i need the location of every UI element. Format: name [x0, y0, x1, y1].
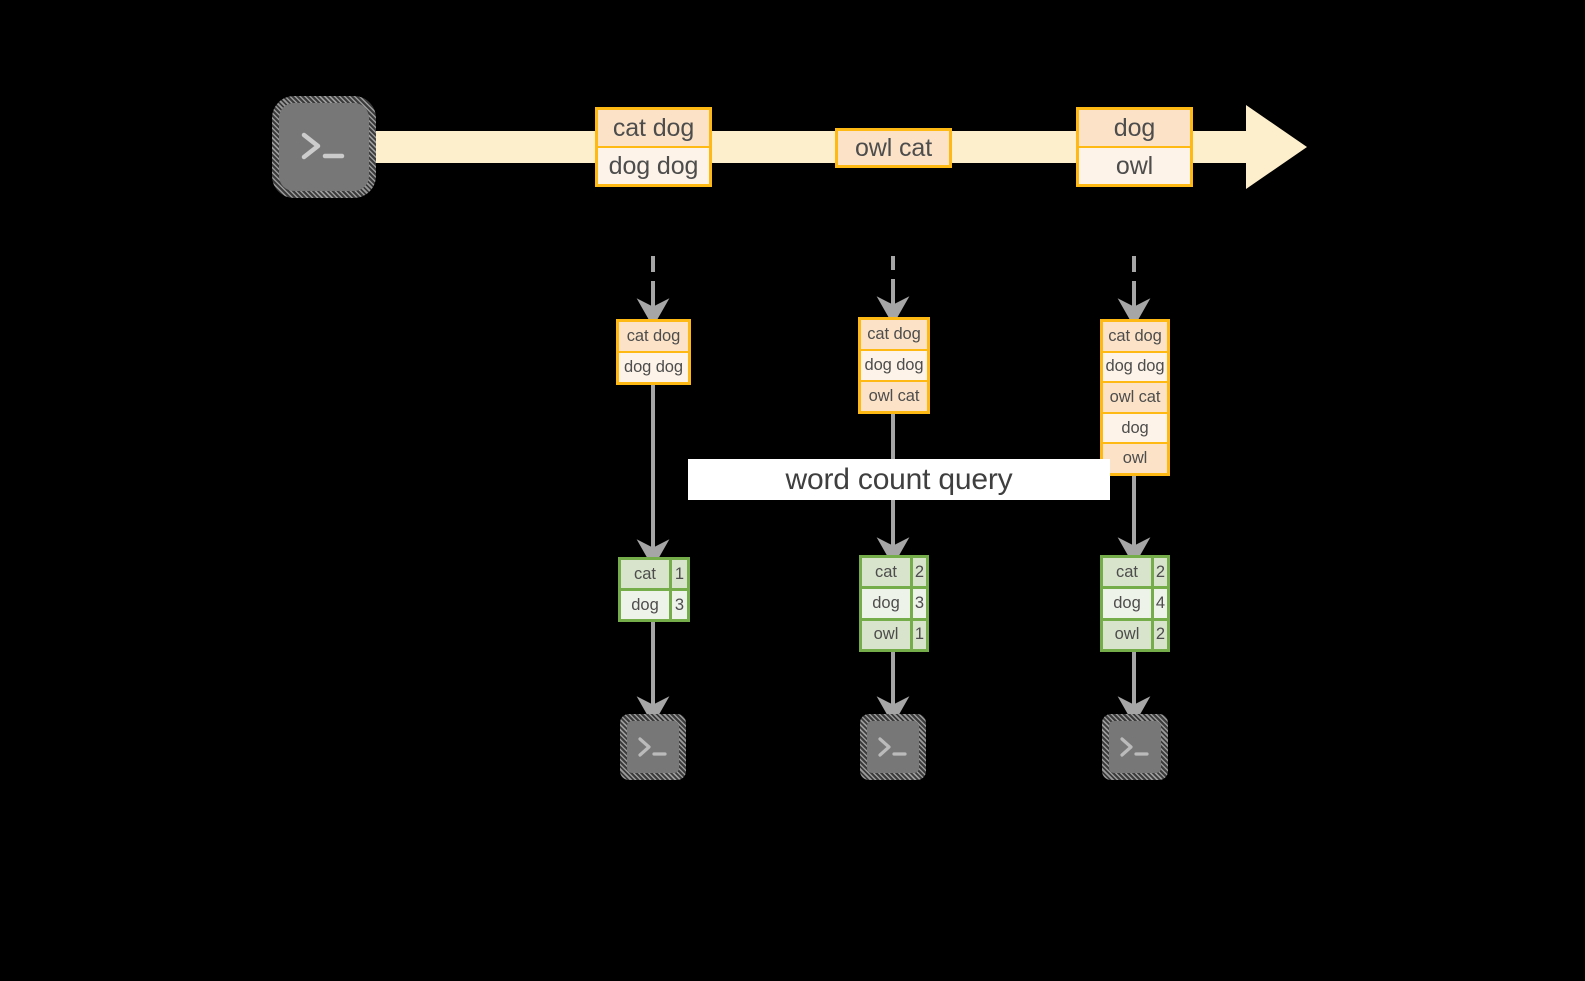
result-table-2[interactable]: cat 2 dog 3 owl 1: [859, 555, 929, 652]
snapshot-row: cat dog: [619, 322, 688, 351]
snapshot-row: owl cat: [861, 380, 927, 411]
result-table-1[interactable]: cat 1 dog 3: [618, 557, 690, 622]
stream-message-line: owl cat: [838, 131, 949, 165]
terminal-face: [279, 103, 369, 191]
stream-message-1[interactable]: cat dog dog dog: [595, 107, 712, 187]
result-word: dog: [1103, 589, 1151, 618]
table-row: cat 1: [621, 560, 687, 588]
snapshot-row: dog: [1103, 411, 1167, 443]
stream-message-3[interactable]: dog owl: [1076, 107, 1193, 187]
consumer-terminal-2[interactable]: [860, 714, 926, 780]
table-row: cat 2: [1103, 558, 1167, 587]
query-label-text: word count query: [785, 462, 1013, 496]
result-count: 2: [1151, 558, 1167, 587]
snapshot-row: dog dog: [861, 349, 927, 380]
table-row: owl 2: [1103, 617, 1167, 649]
consumer-terminal-3[interactable]: [1102, 714, 1168, 780]
snapshot-row: owl: [1103, 442, 1167, 473]
terminal-icon: [279, 103, 369, 191]
query-label-banner: word count query: [688, 459, 1110, 500]
snapshot-table-3[interactable]: cat dog dog dog owl cat dog owl: [1100, 319, 1170, 476]
producer-terminal[interactable]: [272, 96, 376, 198]
terminal-icon: [867, 721, 919, 773]
table-row: dog 3: [862, 586, 926, 618]
table-row: cat 2: [862, 558, 926, 587]
result-count: 3: [910, 589, 926, 618]
stream-message-line: cat dog: [598, 110, 709, 146]
snapshot-table-1[interactable]: cat dog dog dog: [616, 319, 691, 385]
result-count: 1: [910, 620, 926, 649]
result-count: 4: [1151, 589, 1167, 618]
snapshot-row: cat dog: [1103, 322, 1167, 351]
terminal-face: [1109, 721, 1161, 773]
table-row: owl 1: [862, 617, 926, 649]
terminal-face: [867, 721, 919, 773]
snapshot-row: cat dog: [861, 320, 927, 349]
result-table-3[interactable]: cat 2 dog 4 owl 2: [1100, 555, 1170, 652]
snapshot-row: owl cat: [1103, 381, 1167, 412]
table-row: dog 4: [1103, 586, 1167, 618]
result-word: cat: [621, 560, 669, 588]
consumer-terminal-1[interactable]: [620, 714, 686, 780]
result-count: 1: [669, 560, 687, 588]
snapshot-row: dog dog: [619, 351, 688, 382]
terminal-icon: [1109, 721, 1161, 773]
snapshot-table-2[interactable]: cat dog dog dog owl cat: [858, 317, 930, 414]
stream-message-line: dog: [1079, 110, 1190, 146]
result-word: cat: [862, 558, 910, 587]
table-row: dog 3: [621, 588, 687, 619]
result-count: 2: [910, 558, 926, 587]
stream-message-line: owl: [1079, 146, 1190, 184]
stream-message-2[interactable]: owl cat: [835, 128, 952, 168]
stream-message-line: dog dog: [598, 146, 709, 184]
result-count: 2: [1151, 620, 1167, 649]
result-word: cat: [1103, 558, 1151, 587]
result-count: 3: [669, 591, 687, 619]
snapshot-row: dog dog: [1103, 350, 1167, 382]
result-word: owl: [1103, 620, 1151, 649]
result-word: dog: [621, 591, 669, 619]
terminal-icon: [627, 721, 679, 773]
terminal-face: [627, 721, 679, 773]
result-word: dog: [862, 589, 910, 618]
result-word: owl: [862, 620, 910, 649]
